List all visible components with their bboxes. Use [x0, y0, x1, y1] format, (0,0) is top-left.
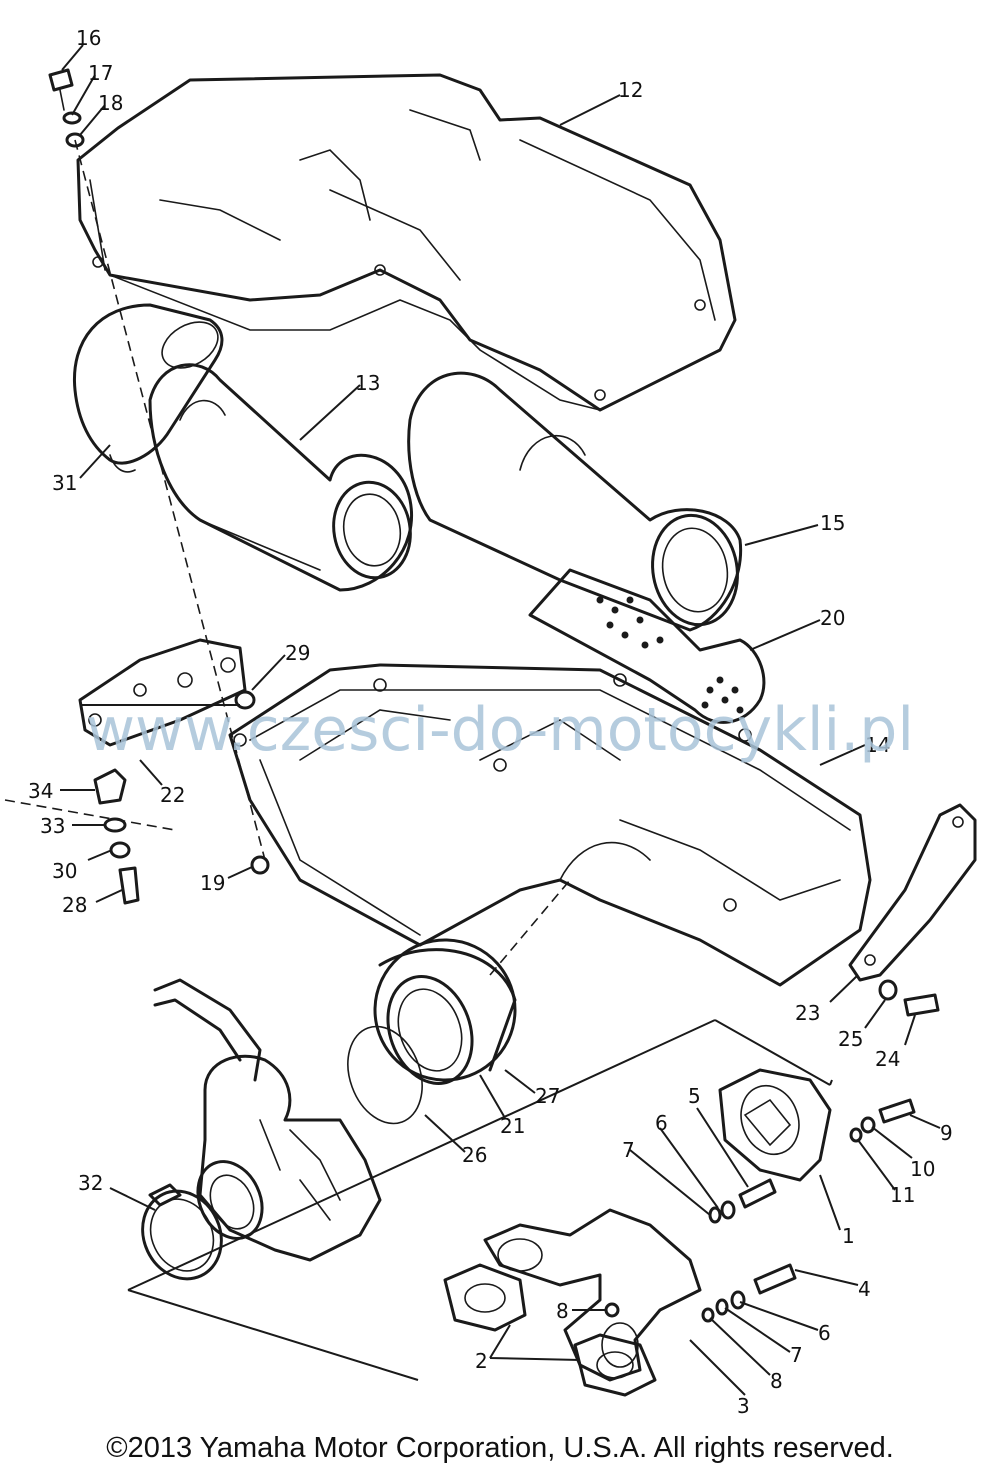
part-label-6-lower: 6	[818, 1321, 831, 1345]
reed-valve-drawing	[718, 1068, 832, 1182]
intake-boot-drawing	[347, 938, 517, 1125]
part-label-25: 25	[838, 1027, 863, 1051]
right-filter-element-drawing	[407, 371, 743, 632]
part-label-23: 23	[795, 1001, 820, 1025]
part-label-20: 20	[820, 606, 845, 630]
assembly-lines	[4, 139, 833, 1381]
part-label-4: 4	[858, 1277, 871, 1301]
part-label-6-upper: 6	[655, 1111, 668, 1135]
part-label-13: 13	[355, 371, 380, 395]
part-label-27: 27	[535, 1084, 560, 1108]
air-box-cover-drawing	[76, 73, 737, 412]
part-label-7-upper: 7	[622, 1138, 635, 1162]
part-label-31: 31	[52, 471, 77, 495]
carburetor-drawing	[153, 978, 382, 1262]
hardware-drawings	[48, 68, 940, 1017]
mesh-screen-drawing	[528, 568, 766, 724]
part-label-19: 19	[200, 871, 225, 895]
gaskets-drawing	[443, 1263, 657, 1397]
part-label-7-lower: 7	[790, 1343, 803, 1367]
part-label-30: 30	[52, 859, 77, 883]
part-label-22: 22	[160, 783, 185, 807]
part-label-1: 1	[842, 1224, 855, 1248]
part-label-15: 15	[820, 511, 845, 535]
part-label-32: 32	[78, 1171, 103, 1195]
part-label-12: 12	[618, 78, 643, 102]
part-label-24: 24	[875, 1047, 900, 1071]
part-label-10: 10	[910, 1157, 935, 1181]
intake-manifold-drawing	[483, 1208, 702, 1382]
part-label-8-left: 8	[556, 1299, 569, 1323]
part-label-34: 34	[28, 779, 53, 803]
part-label-9: 9	[940, 1121, 953, 1145]
part-label-21: 21	[500, 1114, 525, 1138]
part-label-28: 28	[62, 893, 87, 917]
part-label-33: 33	[40, 814, 65, 838]
part-label-16: 16	[76, 26, 101, 50]
left-bracket-drawing	[78, 638, 247, 747]
part-label-26: 26	[462, 1143, 487, 1167]
intake-elbow-drawing	[72, 303, 224, 473]
clamp-drawing	[141, 1183, 223, 1281]
left-filter-element-drawing	[148, 363, 413, 592]
right-bracket-drawing	[848, 803, 977, 982]
part-label-2: 2	[475, 1349, 488, 1373]
leader-lines	[60, 44, 941, 1396]
air-box-case-drawing	[228, 663, 872, 987]
part-label-5: 5	[688, 1084, 701, 1108]
part-label-18: 18	[98, 91, 123, 115]
part-label-8-right: 8	[770, 1369, 783, 1393]
part-label-17: 17	[88, 61, 113, 85]
part-label-3: 3	[737, 1394, 750, 1418]
part-label-29: 29	[285, 641, 310, 665]
part-label-14: 14	[865, 733, 890, 757]
copyright-notice: ©2013 Yamaha Motor Corporation, U.S.A. A…	[106, 1432, 894, 1464]
part-number-labels: 16 17 18 12 13 31 15 20 29 14 22 34 33 3…	[28, 26, 953, 1418]
part-label-11: 11	[890, 1183, 915, 1207]
